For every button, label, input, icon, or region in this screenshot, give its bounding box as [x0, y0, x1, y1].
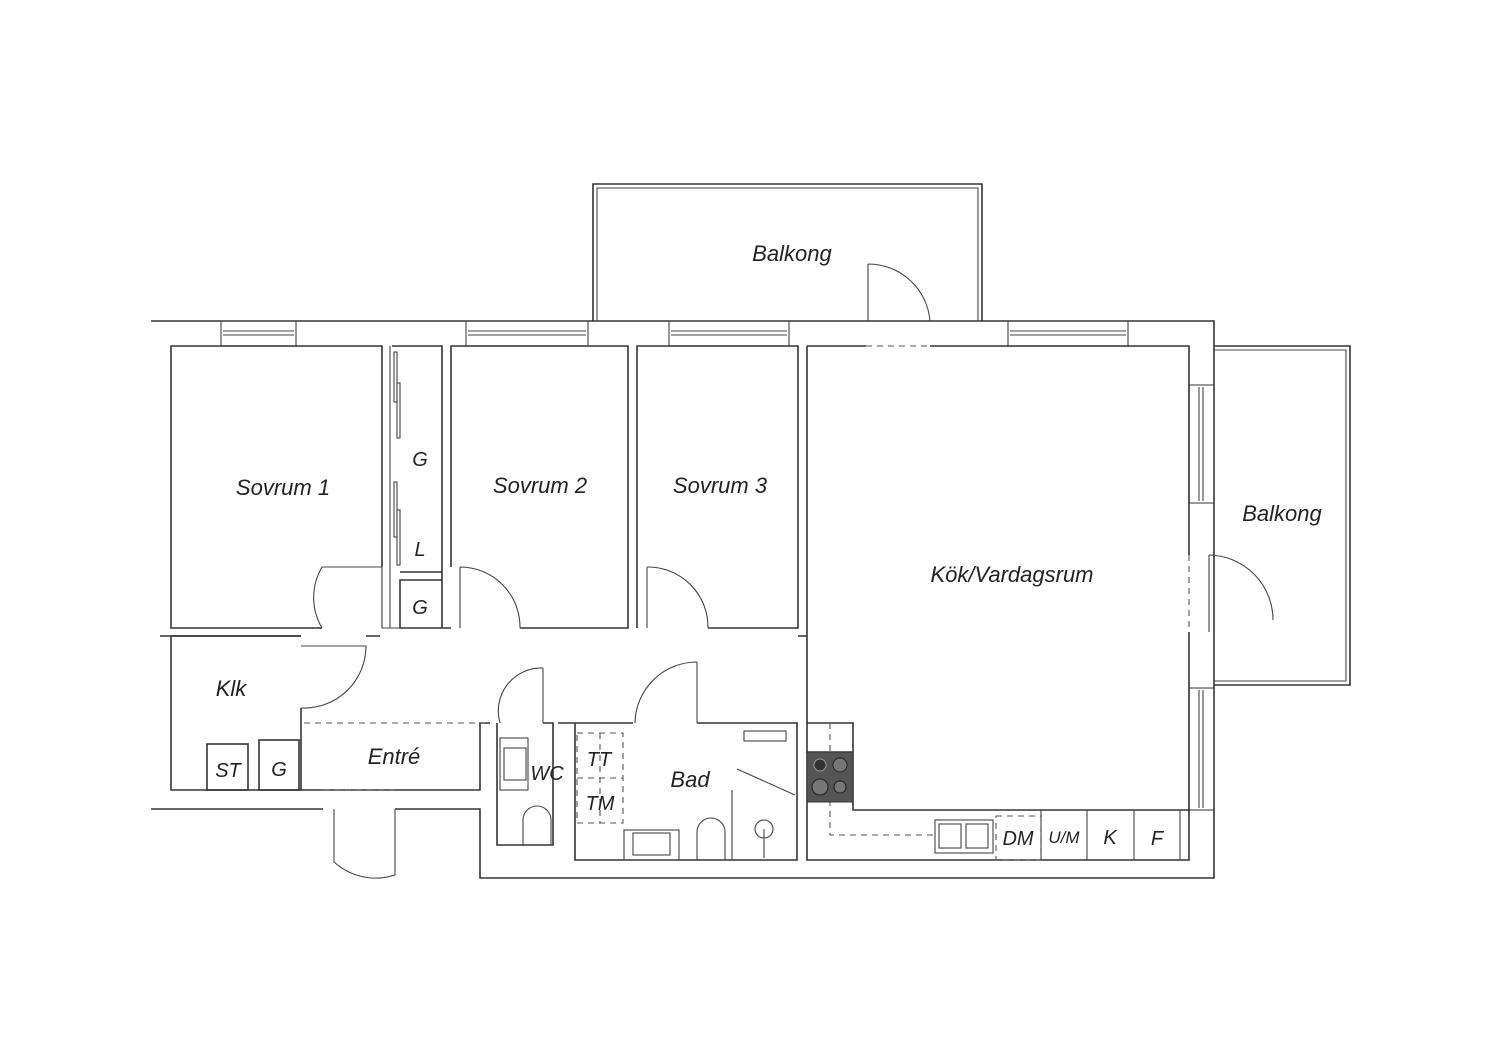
doors [300, 263, 1274, 879]
label-wc: WC [530, 763, 564, 785]
st-closet [206, 743, 249, 791]
label-balcony-top: Balkong [752, 241, 832, 266]
g-closet [258, 739, 300, 791]
wc-walls [496, 722, 554, 846]
label-bedroom3: Sovrum 3 [673, 473, 768, 498]
label-klk: Klk [216, 676, 248, 701]
label-entre: Entré [368, 744, 421, 769]
fixtures [499, 730, 1181, 861]
balcony-top [592, 183, 983, 321]
label-f: F [1151, 828, 1165, 850]
stove-icon [806, 751, 854, 803]
label-bad: Bad [670, 767, 710, 792]
label-k: K [1103, 827, 1118, 849]
balcony-right [1214, 345, 1351, 686]
label-bedroom2: Sovrum 2 [493, 473, 587, 498]
bedroom3-walls [636, 345, 799, 629]
label-tm: TM [586, 793, 615, 815]
bedroom1-walls [170, 345, 383, 629]
label-closet-l: L [414, 539, 425, 561]
label-bedroom1: Sovrum 1 [236, 475, 330, 500]
sliding-doors [393, 351, 401, 566]
bath-walls [558, 722, 798, 861]
outer-wall [151, 320, 1215, 879]
label-closet-g1: G [412, 449, 428, 471]
label-closet-g2: G [412, 597, 428, 619]
label-balcony-right: Balkong [1242, 501, 1322, 526]
bedroom2-walls [450, 345, 629, 629]
label-closet-g3: G [271, 759, 287, 781]
label-kitchen-living: Kök/Vardagsrum [930, 562, 1093, 587]
label-st: ST [215, 760, 242, 782]
thresholds [304, 345, 1190, 861]
kitchen-walls [798, 345, 1190, 811]
label-um: U/M [1048, 828, 1080, 847]
label-tt: TT [587, 749, 613, 771]
closet-walls [392, 345, 451, 629]
label-dm: DM [1002, 828, 1033, 850]
